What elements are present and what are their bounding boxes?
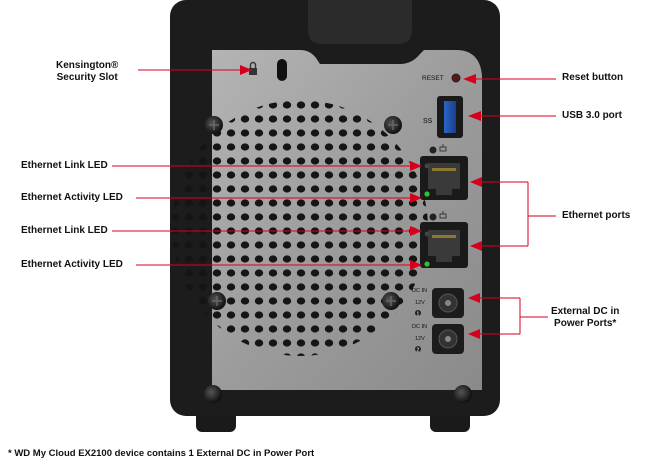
screw-icon: [454, 385, 472, 403]
port-2-badge: [429, 213, 437, 221]
screw-icon: [204, 385, 222, 403]
label-dc-line2: Power Ports*: [554, 318, 617, 329]
dc-port-2-number: 2: [417, 348, 420, 354]
voltage-marking: 12V: [415, 300, 425, 306]
label-dc-ports: External DC in Power Ports*: [551, 306, 619, 330]
dc-in-port-2[interactable]: [432, 324, 464, 354]
reset-marking: RESET: [422, 75, 444, 82]
ethernet-port-1[interactable]: [420, 156, 468, 200]
ethernet-activity-led-1: [424, 191, 430, 197]
label-eth-activity-1: Ethernet Activity LED: [21, 192, 123, 203]
ethernet-activity-led-2: [424, 261, 430, 267]
label-reset-button: Reset button: [562, 72, 624, 83]
screw-icon: [208, 292, 226, 310]
ethernet-link-led-1: [424, 163, 430, 169]
screw-icon: [384, 116, 402, 134]
network-icon: [439, 144, 447, 152]
label-kensington-line1: Kensington®: [56, 60, 119, 71]
dc-in-port-1[interactable]: [432, 288, 464, 318]
label-dc-line1: External DC in: [551, 306, 620, 317]
callout-lines: [112, 65, 556, 339]
kensington-slot: [277, 59, 287, 81]
dc-port-1-number: 1: [417, 312, 420, 318]
network-icon: [439, 211, 447, 219]
dc-in-marking: DC IN: [412, 288, 427, 294]
screw-icon: [382, 292, 400, 310]
label-kensington: Kensington® Security Slot: [56, 60, 118, 84]
dc-in-marking: DC IN: [412, 324, 427, 330]
label-eth-link-1: Ethernet Link LED: [21, 160, 108, 171]
label-eth-link-2: Ethernet Link LED: [21, 225, 108, 236]
vent-grille: [172, 100, 428, 356]
ethernet-link-led-2: [424, 231, 430, 237]
device-top-notch: [308, 0, 412, 44]
reset-button[interactable]: [451, 73, 461, 83]
label-ethernet-ports: Ethernet ports: [562, 210, 631, 221]
voltage-marking: 12V: [415, 336, 425, 342]
screw-icon: [205, 116, 223, 134]
port-1-badge: [429, 146, 437, 154]
label-eth-activity-2: Ethernet Activity LED: [21, 259, 123, 270]
label-usb-port: USB 3.0 port: [562, 110, 623, 121]
footnote: * WD My Cloud EX2100 device contains 1 E…: [8, 448, 315, 459]
lock-icon: [249, 61, 257, 75]
label-kensington-line2: Security Slot: [56, 72, 118, 83]
usb-logo-icon: SS: [423, 118, 433, 125]
ethernet-port-2[interactable]: [420, 222, 468, 268]
